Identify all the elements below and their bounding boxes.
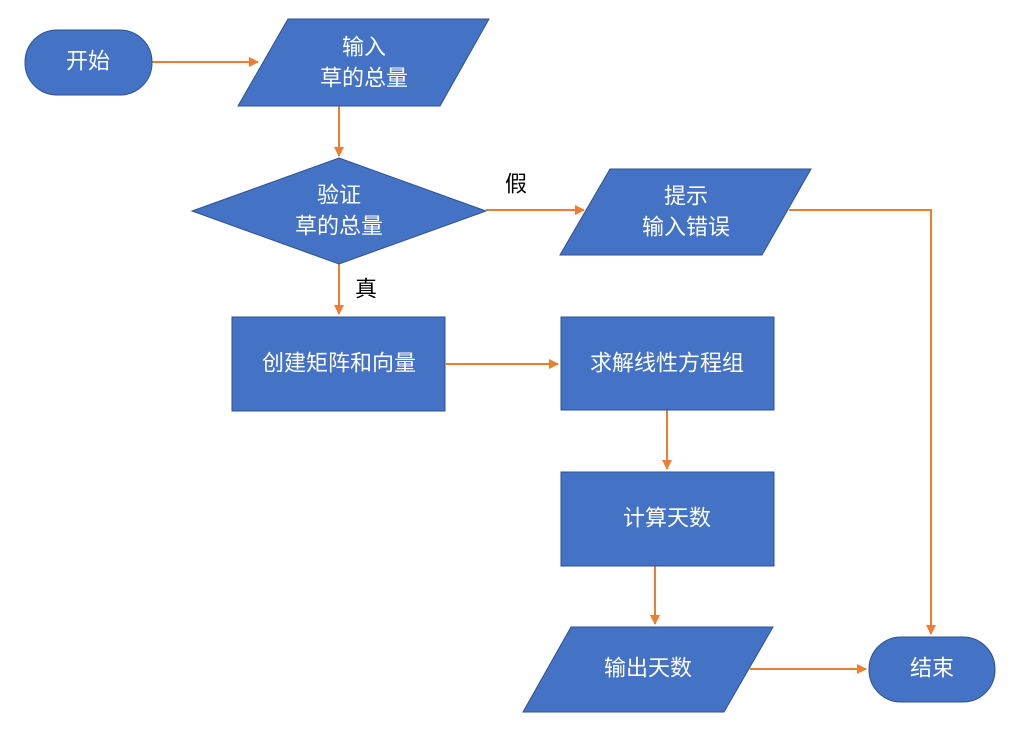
node-start[interactable]: 开始 xyxy=(24,29,153,96)
node-create-matrix-label: 创建矩阵和向量 xyxy=(262,352,416,377)
node-compute-days-label: 计算天数 xyxy=(623,507,711,532)
node-error-line1: 提示 xyxy=(664,185,708,210)
node-validate-line2: 草的总量 xyxy=(295,215,383,240)
node-validate-line1: 验证 xyxy=(317,184,361,209)
node-solve[interactable]: 求解线性方程组 xyxy=(560,316,775,411)
node-input-line2: 草的总量 xyxy=(320,67,408,92)
node-start-label: 开始 xyxy=(66,50,110,75)
node-end-label: 结束 xyxy=(910,657,954,682)
node-error[interactable]: 提示 输入错误 xyxy=(559,168,812,256)
node-input[interactable]: 输入 草的总量 xyxy=(237,18,490,107)
node-validate[interactable]: 验证 草的总量 xyxy=(190,157,488,265)
node-output-days[interactable]: 输出天数 xyxy=(522,626,774,713)
edge-label-false: 假 xyxy=(505,173,527,198)
node-create-matrix[interactable]: 创建矩阵和向量 xyxy=(231,316,446,412)
connectors xyxy=(152,57,936,674)
node-solve-label: 求解线性方程组 xyxy=(590,352,744,377)
edge-label-true: 真 xyxy=(355,278,377,303)
node-output-days-label: 输出天数 xyxy=(604,657,692,682)
node-error-line2: 输入错误 xyxy=(642,216,730,241)
node-input-line1: 输入 xyxy=(342,36,386,61)
node-compute-days[interactable]: 计算天数 xyxy=(560,471,775,567)
node-end[interactable]: 结束 xyxy=(868,636,996,703)
edge-error-to-end xyxy=(789,209,936,635)
